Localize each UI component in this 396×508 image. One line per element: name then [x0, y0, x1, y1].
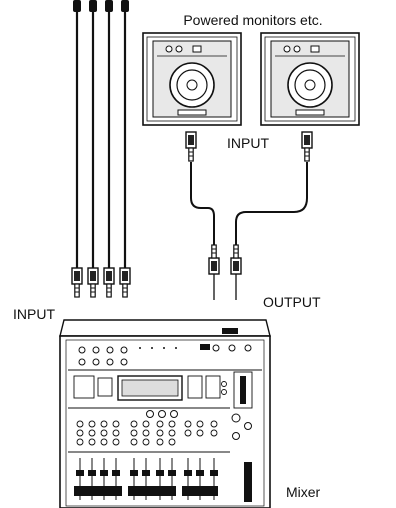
- input-cable-tops: [73, 0, 129, 12]
- powered-monitors-label: Powered monitors etc.: [183, 12, 322, 28]
- input-cables: [75, 8, 127, 268]
- mixer-output-label: OUTPUT: [263, 294, 321, 310]
- monitor-left: [142, 32, 242, 126]
- output-cables: [190, 162, 308, 258]
- monitor-right: [260, 32, 360, 126]
- mixer-label: Mixer: [286, 484, 321, 500]
- monitor-input-label: INPUT: [227, 135, 269, 151]
- output-plugs: [208, 244, 242, 275]
- mixer-input-label: INPUT: [13, 306, 55, 322]
- mixer-console: [59, 319, 271, 508]
- input-plugs: [71, 267, 131, 298]
